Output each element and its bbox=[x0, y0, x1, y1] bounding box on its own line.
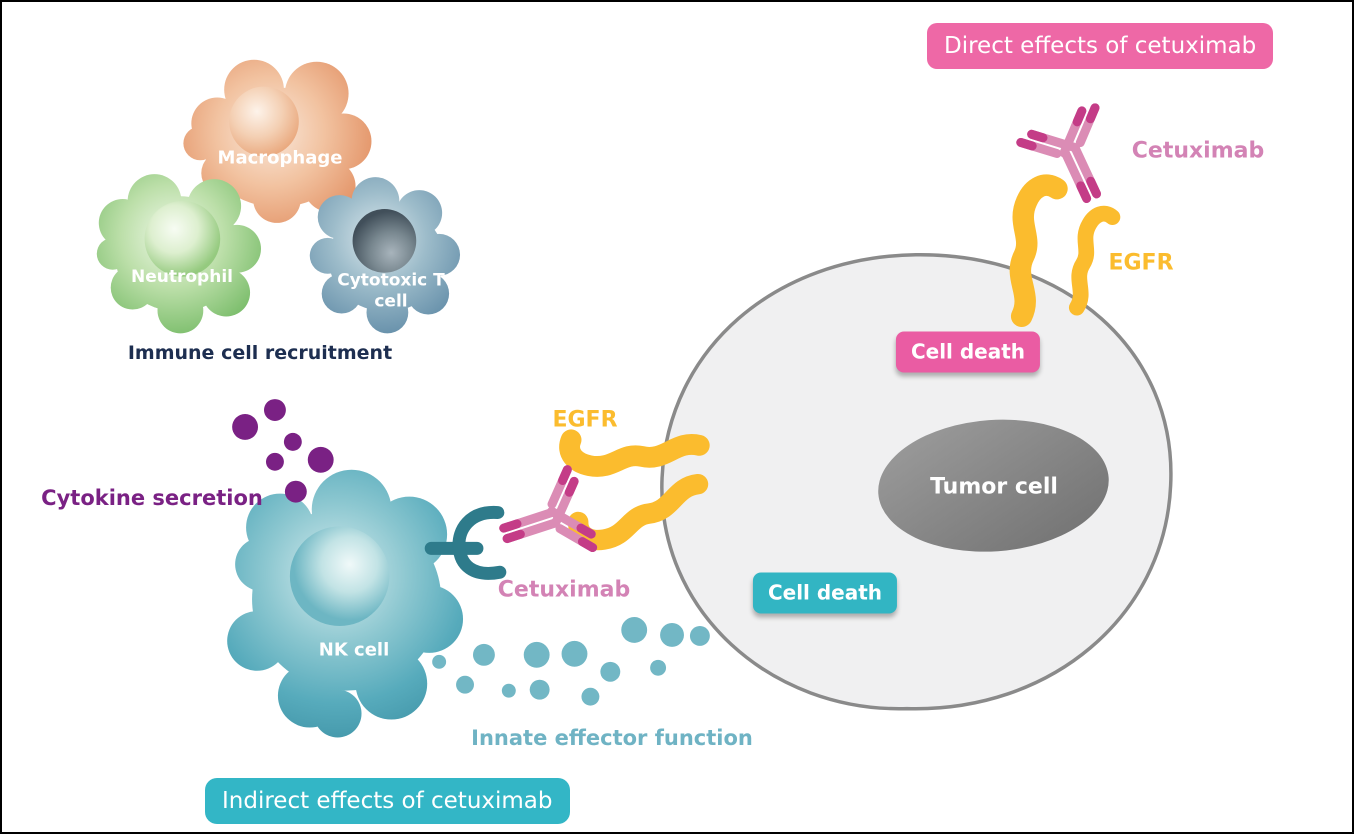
macrophage-nucleus-shape bbox=[229, 86, 299, 157]
egfr-label-center: EGFR bbox=[552, 407, 618, 433]
cytokine-secretion-label: Cytokine secretion bbox=[41, 486, 263, 510]
egfr-receptor-top-right-icon bbox=[1073, 211, 1113, 311]
neutrophil-nucleus-shape bbox=[144, 201, 221, 277]
fc-receptor-clamp-icon bbox=[424, 506, 507, 580]
cetuximab-label-top: Cetuximab bbox=[1131, 138, 1265, 164]
cetuximab-label-center: Cetuximab bbox=[497, 577, 631, 603]
tumor-cell-shape bbox=[660, 253, 1173, 711]
nk-cell-shape bbox=[227, 469, 464, 738]
macrophage-label: Macrophage bbox=[217, 147, 343, 169]
egfr-label-top: EGFR bbox=[1108, 250, 1174, 276]
effector-dots-icon bbox=[432, 617, 710, 706]
nk-cell-label: NK cell bbox=[318, 639, 390, 661]
cell-death-badge-direct: Cell death bbox=[895, 331, 1041, 373]
cytotoxic-t-cell-label: Cytotoxic T cell bbox=[337, 270, 445, 311]
direct-effects-banner: Direct effects of cetuximab bbox=[927, 23, 1274, 69]
cytotoxic-t-cell-shape bbox=[309, 177, 461, 334]
tumor-cell-label: Tumor cell bbox=[930, 474, 1058, 500]
neutrophil-cell-shape bbox=[96, 174, 262, 334]
tumor-nucleus-shape bbox=[878, 419, 1109, 552]
neutrophil-label: Neutrophil bbox=[131, 267, 233, 287]
innate-effector-function-label: Innate effector function bbox=[471, 726, 753, 750]
indirect-effects-banner: Indirect effects of cetuximab bbox=[205, 778, 570, 824]
cytokine-dots-icon bbox=[232, 399, 334, 503]
nk-nucleus-shape bbox=[289, 526, 390, 626]
macrophage-cell-shape bbox=[183, 59, 372, 223]
immune-cell-recruitment-label: Immune cell recruitment bbox=[127, 342, 393, 364]
cytotoxic-t-nucleus-shape bbox=[352, 209, 417, 273]
cell-death-badge-indirect: Cell death bbox=[752, 572, 898, 614]
